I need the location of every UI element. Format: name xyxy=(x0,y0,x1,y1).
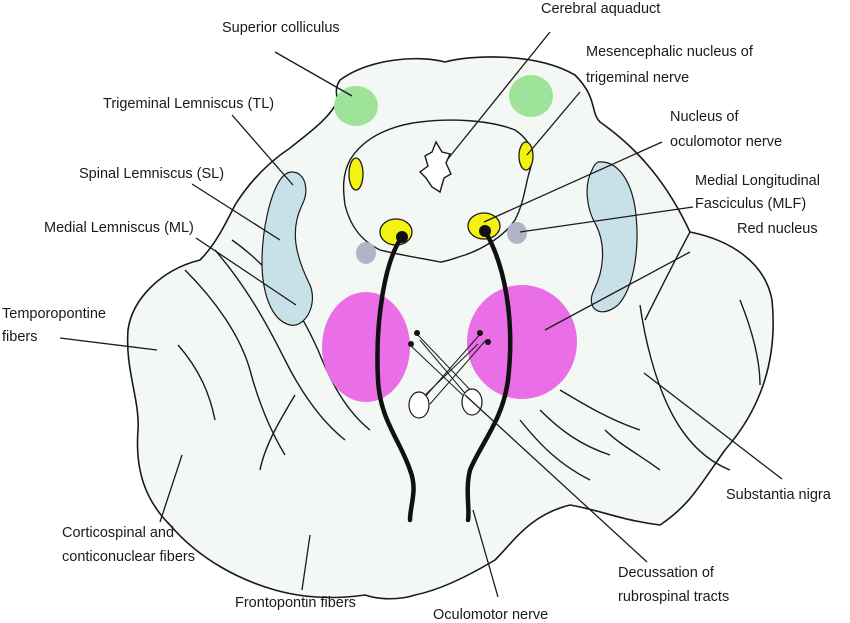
label-oculomotor-nucleus-2: oculomotor nerve xyxy=(670,134,782,150)
label-mlf-1: Medial Longitudinal xyxy=(695,173,820,189)
red-nucleus-left xyxy=(322,292,410,402)
label-medial-lemniscus: Medial Lemniscus (ML) xyxy=(44,220,194,236)
label-temporopontine-2: fibers xyxy=(2,329,37,345)
label-decussation-2: rubrospinal tracts xyxy=(618,589,729,605)
label-corticospinal-2: conticonuclear fibers xyxy=(62,549,195,565)
mesencephalic-nucleus-right xyxy=(518,141,534,171)
oculomotor-nerve-tract-right xyxy=(465,228,513,523)
label-decussation-1: Decussation of xyxy=(618,565,715,581)
label-superior-colliculus: Superior colliculus xyxy=(222,20,340,36)
cerebral-aqueduct-shape xyxy=(418,140,452,194)
label-frontopontin: Frontopontin fibers xyxy=(235,595,356,611)
label-spinal-lemniscus: Spinal Lemniscus (SL) xyxy=(79,166,224,182)
label-temporopontine-1: Temporopontine xyxy=(2,306,106,322)
lemniscus-left xyxy=(261,171,313,326)
label-substantia-nigra: Substantia nigra xyxy=(726,487,832,503)
tectum-tegmentum-border xyxy=(342,119,533,263)
superior-colliculus-right xyxy=(509,75,553,117)
leader-lines xyxy=(59,31,783,598)
label-cerebral-aquaduct: Cerebral aquaduct xyxy=(541,1,660,17)
mlf-right xyxy=(507,222,527,244)
label-trigeminal-lemniscus: Trigeminal Lemniscus (TL) xyxy=(103,96,274,112)
superior-colliculus-left xyxy=(334,86,378,126)
label-mesencephalic-1: Mesencephalic nucleus of xyxy=(586,44,754,60)
fiber-curves xyxy=(177,231,761,481)
label-mlf-2: Fasciculus (MLF) xyxy=(695,196,806,212)
red-nucleus-right xyxy=(467,285,577,399)
oculomotor-nerve-tract-left xyxy=(375,234,416,523)
label-corticospinal-1: Corticospinal and xyxy=(62,525,174,541)
label-oculomotor-nucleus-1: Nucleus of xyxy=(670,109,739,125)
mesencephalic-nucleus-left xyxy=(348,157,364,191)
mlf-left xyxy=(356,242,376,264)
label-oculomotor-nerve: Oculomotor nerve xyxy=(433,607,548,623)
oculomotor-nucleus-left xyxy=(379,218,413,246)
label-mesencephalic-2: trigeminal nerve xyxy=(586,70,689,86)
label-red-nucleus: Red nucleus xyxy=(737,221,818,237)
